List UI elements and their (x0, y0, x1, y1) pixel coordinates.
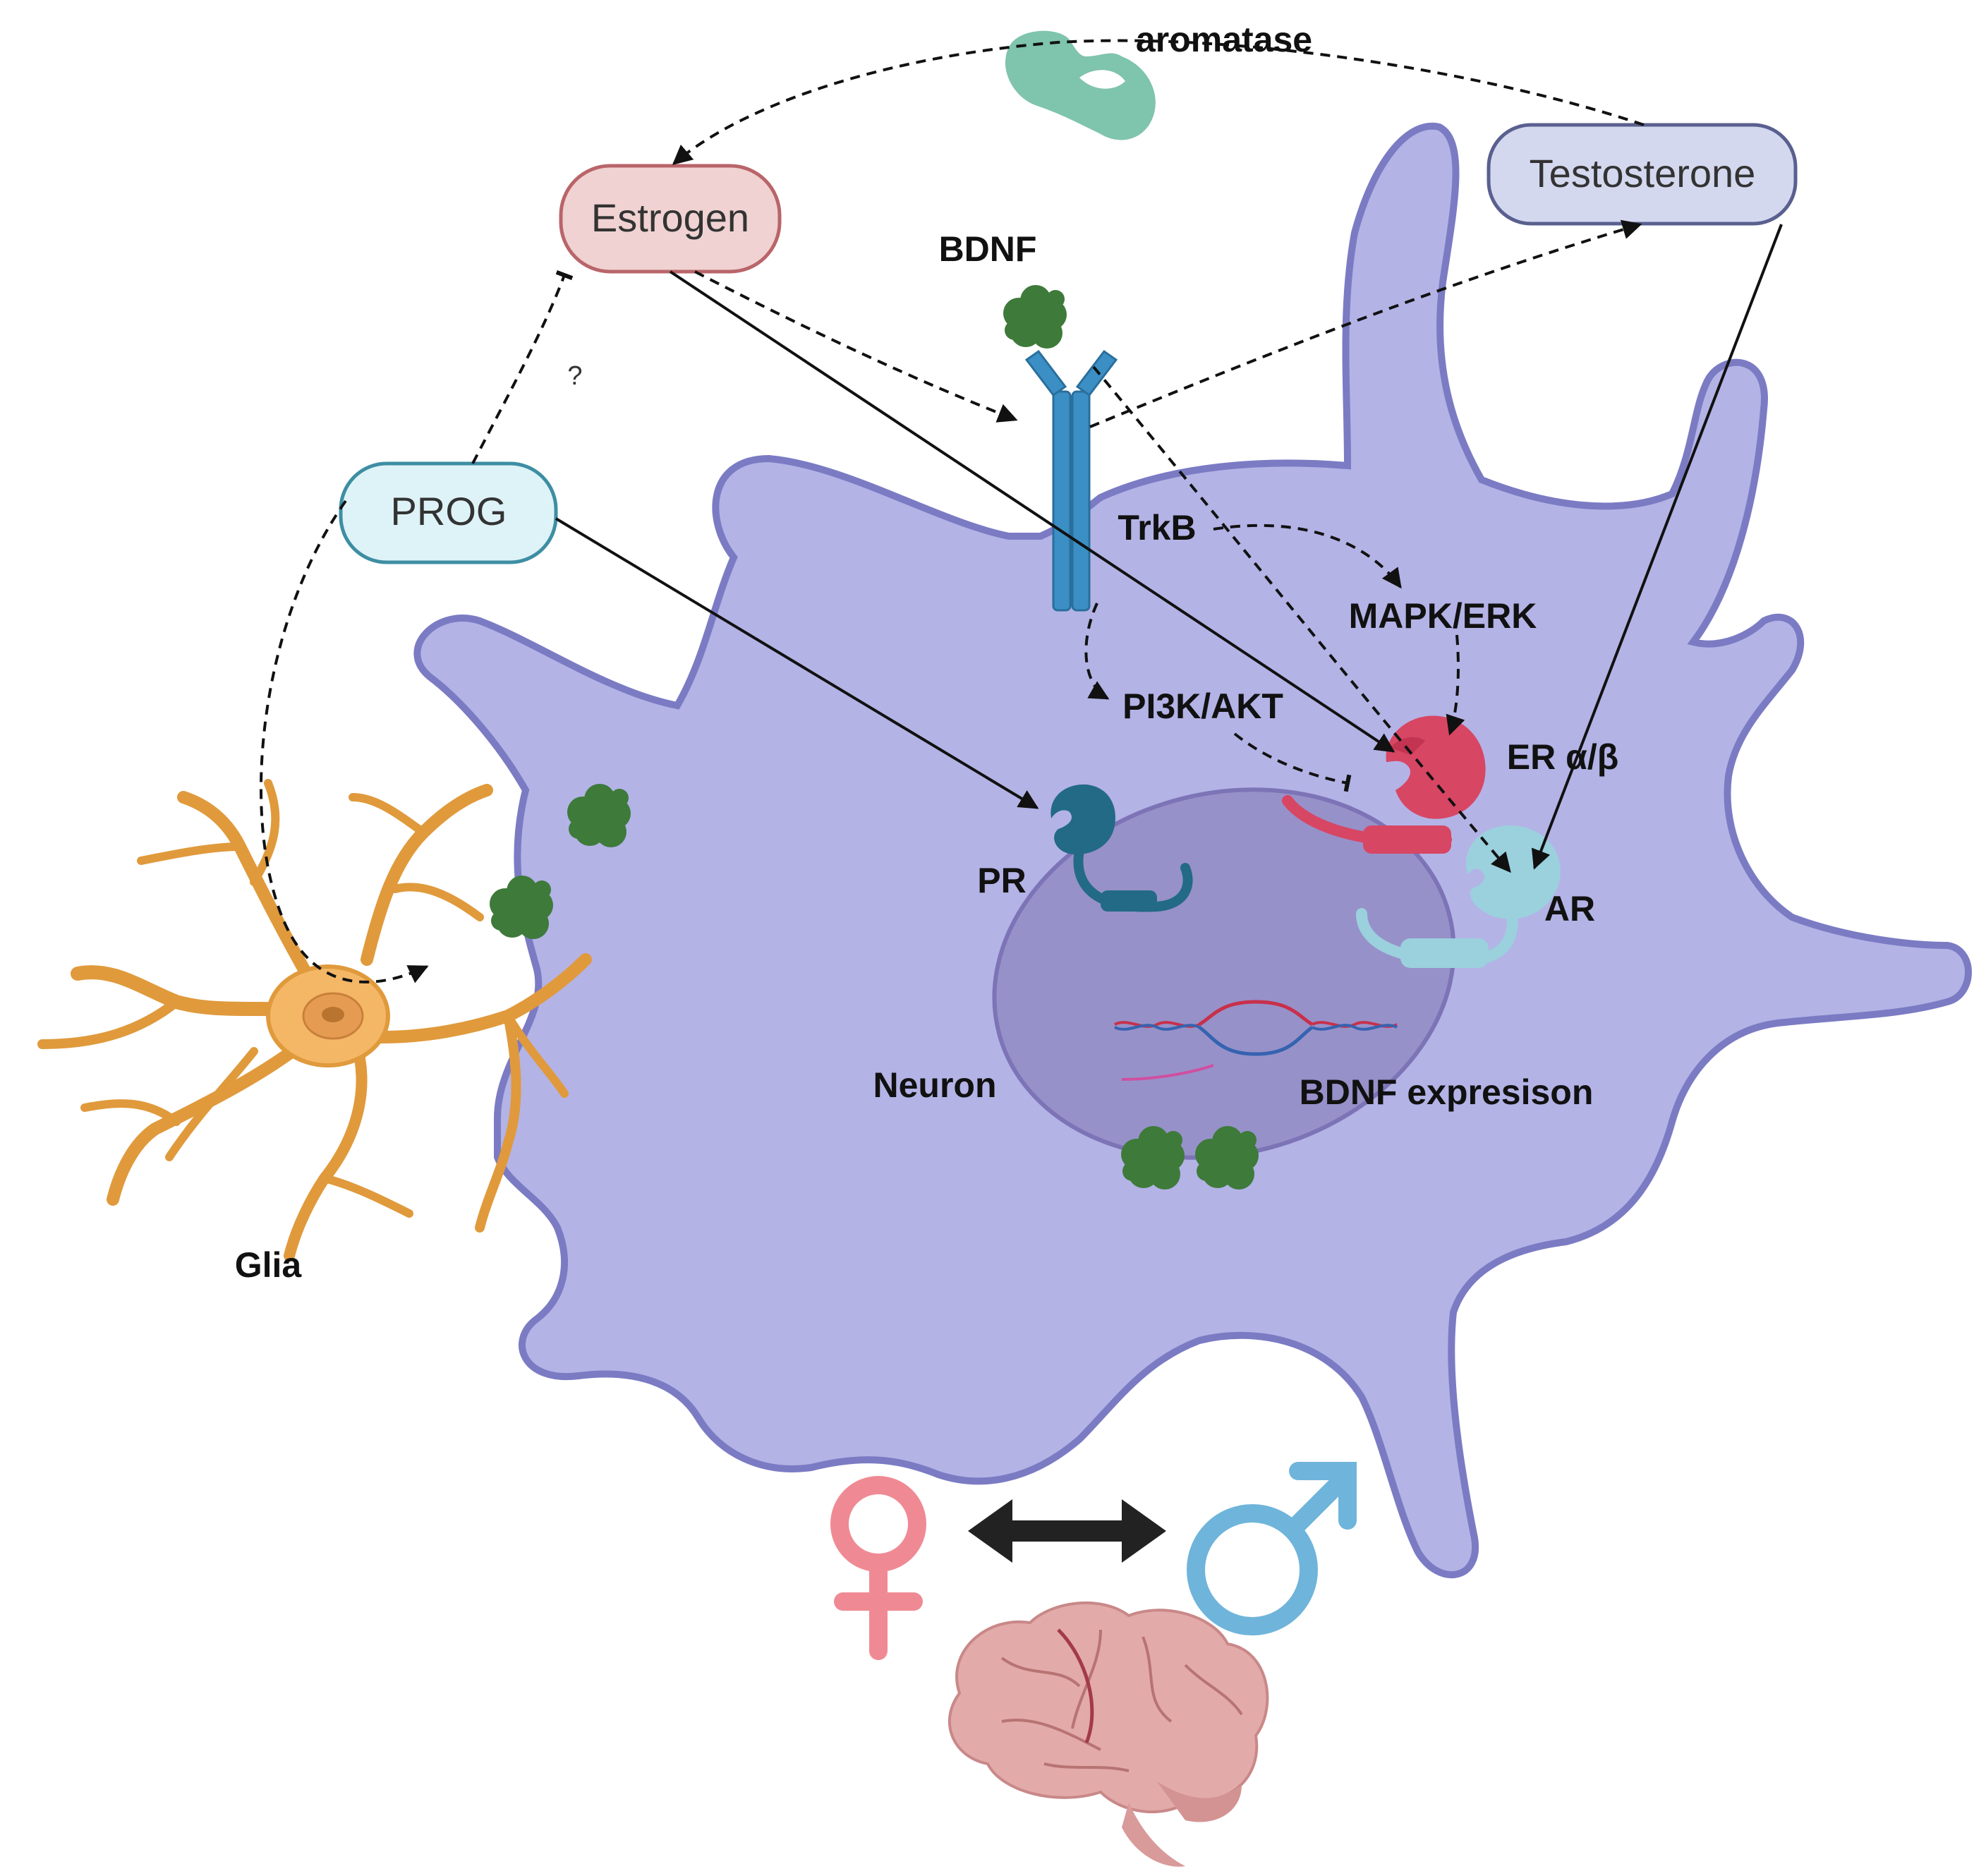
dna-icon (1114, 1000, 1398, 1081)
pr-receptor-icon (1050, 784, 1193, 912)
aromatase-icon (1005, 30, 1156, 140)
ar-label: AR (1544, 889, 1595, 928)
estrogen-trkb-arrow (694, 270, 1018, 423)
pi3k-akt-label: PI3K/AKT (1122, 686, 1283, 726)
estrogen-er-arrow (669, 270, 1395, 753)
nucleus (992, 787, 1456, 1160)
bdnf-label: BDNF (939, 229, 1037, 269)
trkb-ar-arrow (1092, 365, 1511, 873)
trkb-receptor-icon (1024, 349, 1118, 612)
female-symbol-icon (830, 1476, 926, 1660)
pathway-arrows (260, 39, 1783, 984)
pi3k-er-inhibition (1233, 732, 1352, 792)
prog-box (339, 461, 558, 564)
double-arrow-icon (968, 1499, 1166, 1563)
aromatase-label: aromatase (1136, 20, 1312, 59)
aromatase-arrow (672, 39, 1645, 165)
question-mark: ? (567, 361, 582, 391)
trkb-testosterone-arrow (1089, 219, 1642, 428)
er-label: ER α/β (1507, 737, 1619, 777)
bdnf-protein-icon (490, 876, 553, 939)
mapk-er-arrow (1446, 634, 1465, 736)
mapk-erk-label: MAPK/ERK (1349, 596, 1537, 636)
pr-label: PR (977, 861, 1026, 900)
prog-estrogen-inhibition (471, 270, 574, 464)
prog-glia-arrow (260, 500, 429, 984)
brain-icon (947, 1601, 1269, 1867)
trkb-pi3k-arrow (1084, 603, 1110, 700)
prog-label: PROG (391, 489, 507, 533)
prog-pr-arrow (555, 517, 1039, 809)
estrogen-label: Estrogen (591, 195, 749, 240)
er-receptor-icon (1282, 715, 1486, 854)
testosterone-label: Testosterone (1530, 151, 1756, 195)
neuron-label: Neuron (873, 1065, 997, 1105)
trkb-label: TrkB (1118, 508, 1196, 547)
testosterone-ar-arrow (1531, 224, 1783, 870)
trkb-mapk-arrow (1213, 524, 1402, 589)
bdnf-protein-icon (1003, 285, 1067, 349)
bdnf-expression-label: BDNF expresison (1300, 1072, 1594, 1112)
glia-nucleolus (322, 1007, 344, 1022)
male-symbol-icon (1187, 1462, 1357, 1635)
glia-label: Glia (235, 1245, 303, 1285)
